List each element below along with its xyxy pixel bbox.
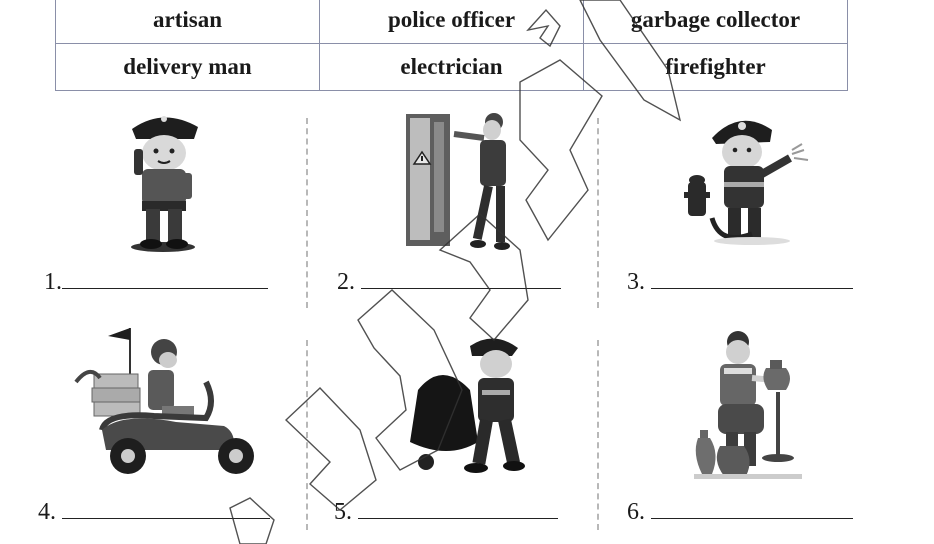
answer-blank[interactable] <box>651 498 853 519</box>
electrician-picture <box>406 113 510 250</box>
column-divider <box>306 118 308 308</box>
item-number: 6. <box>627 499 645 525</box>
answer-item: 1. <box>44 268 268 296</box>
item-number: 5. <box>334 499 352 525</box>
word-bank-cell: police officer <box>319 0 584 44</box>
answer-blank[interactable] <box>62 268 268 289</box>
column-divider <box>306 340 308 530</box>
answer-blank[interactable] <box>358 498 558 519</box>
column-divider <box>597 340 599 530</box>
artisan-picture <box>694 331 802 479</box>
word-bank-cell: firefighter <box>583 43 848 91</box>
answer-item: 3. <box>627 268 853 296</box>
column-divider <box>597 118 599 308</box>
item-number: 3. <box>627 269 645 295</box>
answer-blank[interactable] <box>651 268 853 289</box>
item-number: 1. <box>44 269 62 295</box>
police-officer-picture <box>131 116 198 252</box>
word-bank-row: delivery man electrician firefighter <box>55 43 848 91</box>
delivery-man-picture <box>74 328 254 474</box>
word-bank-row: artisan police officer garbage collector <box>55 0 848 44</box>
item-number: 4. <box>38 499 56 525</box>
answer-item: 6. <box>627 498 853 526</box>
word-bank-cell: delivery man <box>55 43 320 91</box>
answer-item: 4. <box>38 498 270 526</box>
firefighter-picture <box>684 120 809 245</box>
answer-item: 2. <box>337 268 561 296</box>
word-bank-cell: garbage collector <box>583 0 848 44</box>
garbage-collector-picture <box>410 338 525 473</box>
answer-blank[interactable] <box>62 498 270 519</box>
answer-blank[interactable] <box>361 268 561 289</box>
answer-item: 5. <box>334 498 558 526</box>
item-number: 2. <box>337 269 355 295</box>
word-bank-cell: electrician <box>319 43 584 91</box>
word-bank-cell: artisan <box>55 0 320 44</box>
word-bank-table: artisan police officer garbage collector… <box>55 0 848 91</box>
